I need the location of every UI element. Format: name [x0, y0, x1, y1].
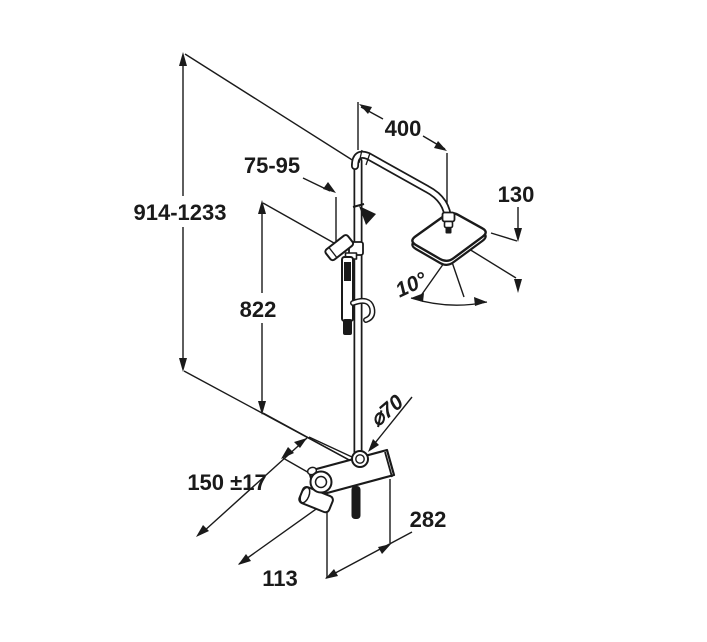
- dim-escutcheon-diameter: [370, 396, 413, 449]
- shower-hose-outlet: [351, 486, 361, 519]
- label-mixer-width: 282: [410, 507, 447, 532]
- label-bar-length: 822: [240, 297, 277, 322]
- label-hose-clearance: 113: [262, 566, 298, 591]
- dim-822-arrow-bottom: [258, 401, 266, 415]
- dim-282-arrow-right: [378, 544, 391, 554]
- dim-914-arrow-bottom: [179, 358, 187, 372]
- spray-arc-left-arrow: [411, 293, 424, 302]
- label-overall-height: 914-1233: [134, 200, 227, 225]
- thermostat-handle: [309, 470, 333, 494]
- hand-shower: [324, 234, 376, 335]
- shower-fixture: [298, 149, 487, 519]
- label-spray-angle: 10°: [392, 268, 431, 303]
- head-ball-joint: [441, 211, 456, 223]
- dim-7595-arrow: [323, 182, 336, 193]
- head-nozzle: [445, 227, 452, 234]
- dim-head-height: [468, 207, 519, 279]
- label-supply-spacing: 150 ±17: [187, 470, 266, 495]
- hose-connector: [343, 319, 352, 335]
- dim-150-arrow-lower: [281, 447, 294, 459]
- dimension-labels: 914-1233 75-95 400 130 822 10° ⌀70 150 ±…: [134, 116, 535, 591]
- dim-282-arrow-left: [325, 569, 338, 579]
- dim-113-arrow: [238, 554, 251, 565]
- slide-stop-bracket: [352, 203, 376, 225]
- mixer-valve: [298, 448, 396, 519]
- label-head-height: 130: [498, 182, 535, 207]
- dim-130-arrow-bottom: [514, 279, 522, 293]
- spray-cone: [410, 261, 488, 306]
- label-arm-reach: 400: [385, 116, 422, 141]
- dim-hose-clearance: [238, 501, 327, 565]
- dim-bar-length: [261, 202, 352, 462]
- label-holder-offset: 75-95: [244, 153, 300, 178]
- dim-dia70-arrow: [368, 439, 379, 452]
- dim-400-arrow-left: [359, 104, 372, 114]
- label-escutcheon-diameter: ⌀70: [366, 390, 409, 431]
- riser-collar: [351, 450, 369, 468]
- dim-150-arrow-upper: [294, 438, 307, 448]
- overhead-shower-head: [411, 211, 487, 266]
- spray-arc-right-arrow: [474, 297, 487, 306]
- dim-822-arrow-top: [258, 200, 266, 214]
- dim-mixer-width: [325, 479, 413, 579]
- shower-arm: [351, 149, 452, 225]
- dim-150-arrow-end: [196, 525, 209, 537]
- dim-130-arrow-top: [514, 228, 522, 242]
- dim-400-arrow-right: [434, 141, 447, 151]
- hand-shower-head: [324, 234, 355, 262]
- dim-914-arrow-top: [179, 52, 187, 66]
- dimension-arrows: [179, 52, 522, 579]
